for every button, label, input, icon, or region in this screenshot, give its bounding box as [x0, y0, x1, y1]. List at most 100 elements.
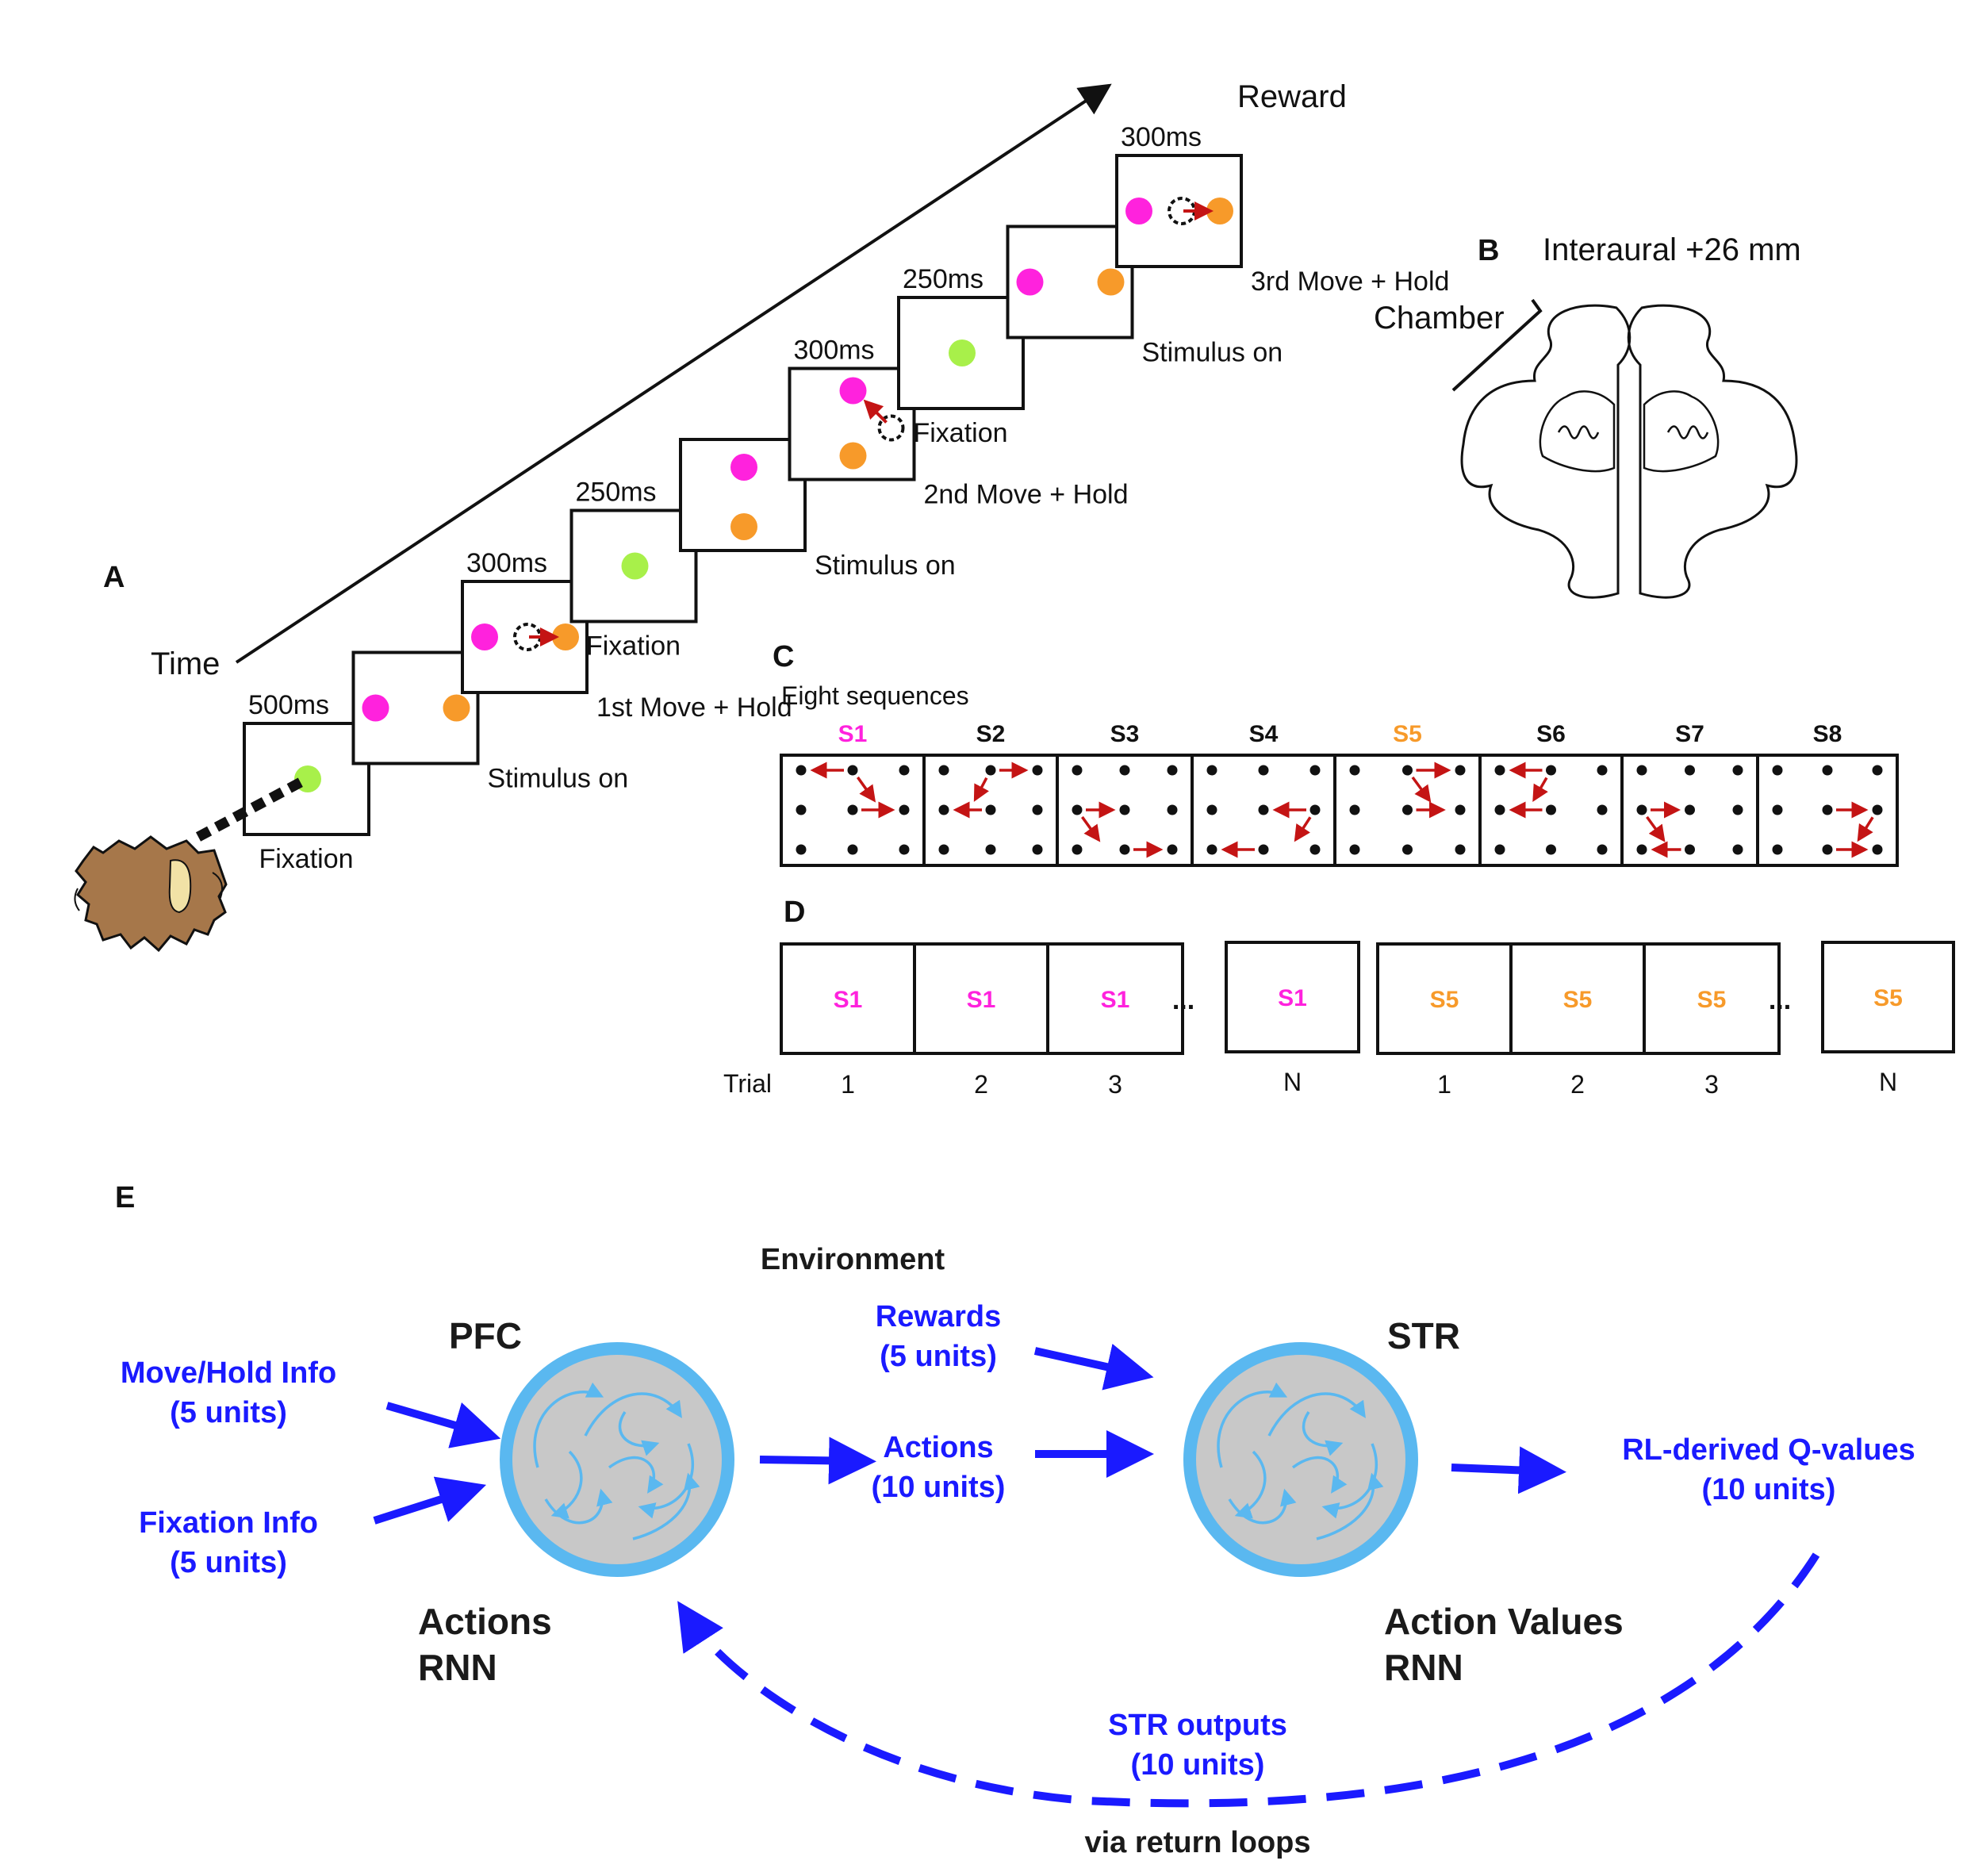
grid-dot [1167, 844, 1178, 855]
task-frame: Stimulus on [1006, 224, 1283, 368]
grid-dot [1258, 844, 1269, 855]
grid-dot [1119, 844, 1130, 855]
sequence-grid: S3 [1056, 721, 1194, 867]
panel-c-subtitle: Eight sequences [781, 681, 969, 710]
grid-dot [796, 844, 807, 855]
str-outputs-units: (10 units) [1131, 1748, 1265, 1782]
grid-dot [1349, 804, 1360, 815]
grid-dot [1597, 844, 1608, 855]
frame-caption: 3rd Move + Hold [1251, 267, 1449, 297]
rnn-recurrent-connection [638, 1443, 694, 1519]
sequence-grid: S7 [1620, 721, 1759, 867]
grid-dot [1455, 765, 1466, 776]
grid-dot [1349, 844, 1360, 855]
grid-dot [796, 765, 807, 776]
pfc-subtitle-1: Actions [418, 1601, 552, 1642]
sequence-move-arrow [1411, 776, 1432, 803]
rnn-recurrent-connection [618, 1411, 660, 1456]
grid-dot [1494, 765, 1505, 776]
grid-dot [1872, 804, 1883, 815]
str-subtitle-1: Action Values [1384, 1601, 1624, 1642]
trial-number: N [1879, 1068, 1897, 1096]
sequence-move-arrow [1646, 815, 1666, 842]
trial-cell [1225, 941, 1360, 1053]
frame-caption: Fixation [586, 631, 681, 662]
grid-dot [1258, 804, 1269, 815]
time-label: Time [151, 646, 220, 681]
sequence-name: S5 [1393, 721, 1422, 747]
actions-label: Actions [883, 1431, 993, 1464]
rnn-recurrent-connection [533, 1382, 604, 1468]
grid-dot [985, 765, 996, 776]
frame-caption: 1st Move + Hold [596, 692, 792, 723]
grid-dot [1309, 844, 1321, 855]
grid-dot [899, 804, 910, 815]
panel-d-label: D [784, 896, 805, 929]
panel-b-brain-section: B Interaural +26 mm Chamber [1374, 232, 1801, 599]
trial-sequence-label: S1 [834, 987, 863, 1013]
grid-dot [1309, 804, 1321, 815]
frame-duration: 250ms [576, 478, 657, 508]
str-outputs-label: STR outputs [1108, 1709, 1287, 1742]
grid-dot [1872, 765, 1883, 776]
trial-number: 3 [1704, 1070, 1719, 1099]
frame-duration: 300ms [466, 548, 547, 578]
grid-dot [1822, 804, 1833, 815]
grid-dot [938, 844, 949, 855]
sequence-move-arrow [1081, 815, 1101, 842]
left-squiggle [1557, 425, 1600, 439]
grid-dot [1685, 765, 1695, 776]
rewards-label: Rewards [876, 1300, 1001, 1333]
rnn-recurrent-connection [1234, 1450, 1267, 1519]
sequence-grid: S5 [1333, 721, 1482, 867]
sequence-name: S2 [976, 721, 1006, 747]
chamber-bracket [1451, 298, 1543, 392]
target-magenta [471, 623, 498, 650]
grid-dot [1872, 844, 1883, 855]
grid-dot [1685, 804, 1695, 815]
sequence-grid: S1 [780, 721, 926, 867]
grid-dot [1772, 765, 1783, 776]
sequence-move-arrow [856, 776, 876, 803]
reward-label: Reward [1237, 79, 1347, 114]
grid-dot [1072, 844, 1083, 855]
frame-duration: 250ms [903, 264, 983, 294]
trial-number: 3 [1108, 1070, 1122, 1099]
rnn-recurrent-connection [632, 1472, 700, 1540]
grid-dot [1546, 804, 1556, 815]
panel-a-label: A [103, 561, 125, 594]
grid-dot [1732, 844, 1743, 855]
left-striatum-outline [1539, 390, 1616, 473]
trial-cell [1821, 941, 1955, 1053]
rnn-recurrent-connection [608, 1456, 664, 1494]
frame-duration: 300ms [1121, 122, 1202, 152]
grid-dot [1167, 804, 1178, 815]
frame-caption: 2nd Move + Hold [924, 480, 1129, 510]
rnn-circle [1183, 1342, 1418, 1577]
grid-dot [1546, 844, 1556, 855]
rnn-circle [500, 1342, 734, 1577]
sequence-name: S3 [1110, 721, 1140, 747]
grid-dot [1597, 804, 1608, 815]
grid-dot [1206, 804, 1217, 815]
move-arrow [863, 399, 888, 424]
grid-dot [1732, 804, 1743, 815]
actions-units: (10 units) [872, 1471, 1006, 1504]
grid-dot [1636, 844, 1647, 855]
grid-dot [1032, 844, 1043, 855]
move-hold-arrow [385, 1402, 501, 1448]
grid-dot [1402, 804, 1413, 815]
sequence-name: S7 [1675, 721, 1704, 747]
brain-left-hemisphere [1460, 304, 1631, 599]
grid-dot [985, 804, 996, 815]
trial-cell [1509, 942, 1646, 1055]
right-striatum-outline [1643, 390, 1720, 473]
fixation-info-label: Fixation Info [139, 1506, 318, 1540]
grid-dot [1206, 844, 1217, 855]
